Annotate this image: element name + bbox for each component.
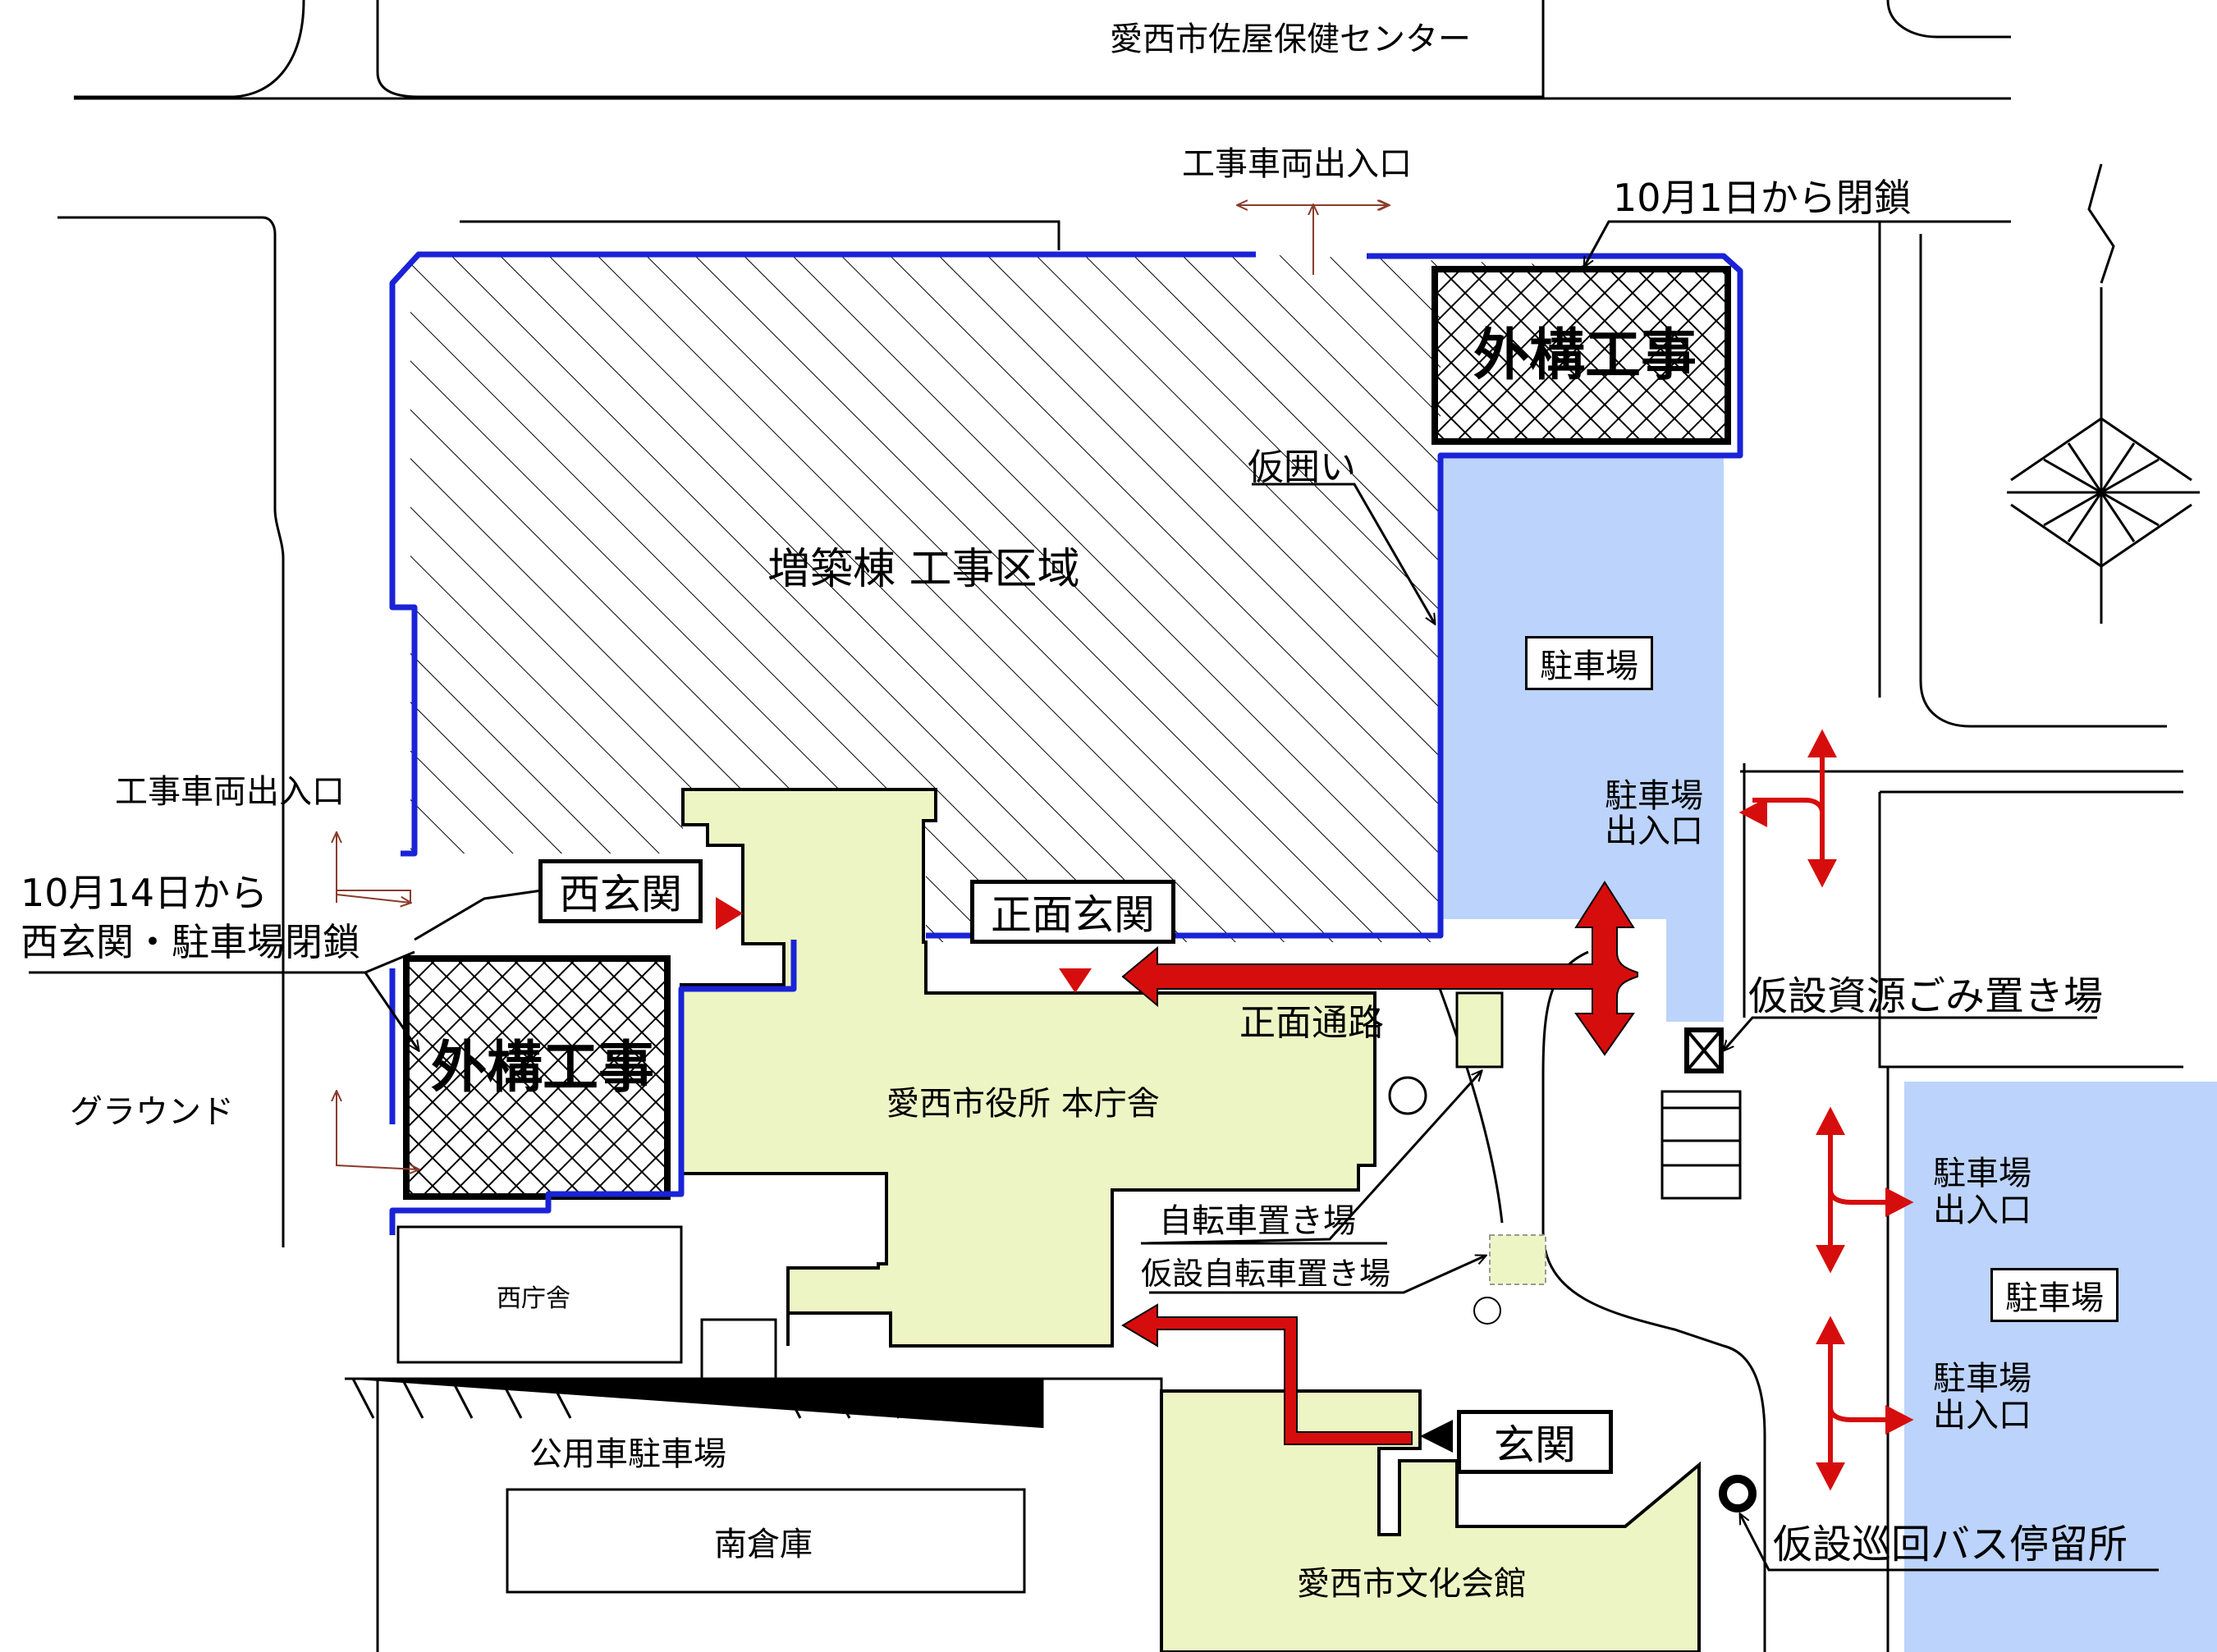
label-closed-oct14-l1: 10月14日から	[21, 871, 268, 915]
city-hall-building	[680, 788, 1376, 1348]
parking-entrance-arrows	[1738, 729, 1914, 1491]
west-building	[396, 1225, 683, 1364]
label-south-warehouse: 南倉庫	[714, 1526, 813, 1563]
label-exterior-work-top: 外構工事	[1473, 323, 1697, 388]
culture-entrance-marker	[1420, 1420, 1453, 1453]
temporary-fence	[389, 251, 1743, 1235]
west-entrance-marker	[716, 897, 743, 930]
construction-entrance-arrows	[337, 205, 1389, 1169]
parking-stripes	[345, 1377, 1044, 1428]
bus-stop-icon	[1719, 1475, 1757, 1512]
label-west-entrance: 西玄関	[538, 859, 703, 923]
label-ground: グラウンド	[70, 1093, 234, 1131]
label-annex-work-area: 増築棟 工事区域	[767, 545, 1080, 594]
label-west-building: 西庁舎	[497, 1284, 570, 1313]
label-vehicle-entrance-top: 工事車両出入口	[1182, 145, 1412, 183]
exterior-work-left	[403, 955, 671, 1200]
label-parking-entrance-3-l2: 出入口	[1933, 1397, 2031, 1435]
label-closed-oct1: 10月1日から閉鎖	[1613, 176, 1912, 220]
label-parking-south: 駐車場	[1990, 1268, 2119, 1322]
label-parking-east: 駐車場	[1525, 636, 1653, 690]
label-temp-bicycle-parking: 仮設自転車置き場	[1141, 1256, 1391, 1292]
label-front-path: 正面通路	[1239, 1002, 1384, 1044]
north-arrow-icon	[2007, 163, 2200, 624]
garbage-bins	[1660, 1090, 1742, 1200]
label-parking-entrance-2-l1: 駐車場	[1933, 1155, 2031, 1192]
label-front-entrance: 正面玄関	[970, 880, 1175, 944]
parking-east-area	[1441, 455, 1724, 1022]
parking-south-area	[1904, 1082, 2217, 1652]
front-entrance-marker	[1059, 968, 1092, 993]
label-health-center: 愛西市佐屋保健センター	[1110, 21, 1471, 58]
small-structure	[700, 1318, 777, 1387]
label-temp-fence: 仮囲い	[1248, 446, 1356, 488]
label-closed-oct14-l2: 西玄関・駐車場閉鎖	[21, 920, 360, 964]
label-culture-entrance: 玄関	[1457, 1410, 1613, 1474]
route-arrows	[1121, 881, 1638, 1445]
label-parking-entrance-1-l1: 駐車場	[1605, 777, 1703, 815]
roundabout	[1388, 1076, 1427, 1115]
culture-hall-building	[1160, 1389, 1701, 1652]
annex-work-area	[410, 254, 1621, 942]
label-parking-entrance-1-l2: 出入口	[1605, 812, 1703, 850]
label-parking-entrance-2-l2: 出入口	[1933, 1192, 2031, 1229]
leader-lines	[29, 220, 2159, 1572]
label-exterior-work-left: 外構工事	[431, 1036, 655, 1101]
label-vehicle-entrance-left: 工事車両出入口	[115, 773, 345, 811]
label-city-hall: 愛西市役所 本庁舎	[886, 1085, 1160, 1123]
exterior-work-top	[1431, 266, 1731, 445]
label-parking-entrance-3-l1: 駐車場	[1933, 1360, 2031, 1398]
small-circle	[1473, 1297, 1501, 1325]
south-warehouse	[506, 1488, 1026, 1594]
label-bicycle-parking: 自転車置き場	[1159, 1202, 1356, 1240]
city-hall-extension	[1455, 991, 1504, 1069]
label-temp-bus-stop: 仮設巡回バス停留所	[1773, 1522, 2128, 1567]
label-temp-garbage: 仮設資源ごみ置き場	[1748, 973, 2104, 1019]
temp-bicycle-area	[1489, 1234, 1546, 1285]
label-culture-hall: 愛西市文化会館	[1297, 1565, 1527, 1603]
label-official-car-parking: 公用車駐車場	[529, 1435, 726, 1473]
